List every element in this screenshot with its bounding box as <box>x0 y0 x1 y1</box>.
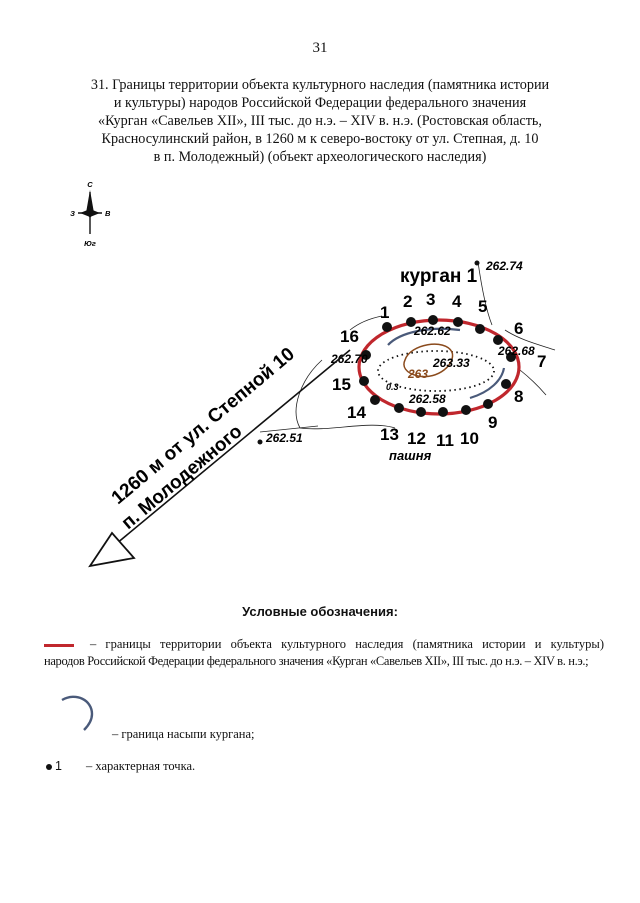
boundary-point <box>416 407 426 417</box>
compass-north-label: С <box>87 180 93 189</box>
compass-rose-icon <box>78 190 102 234</box>
title-line: в п. Молодежный) (объект археологическог… <box>153 149 487 165</box>
legend-boundary-line1: – границы территории объекта культурного… <box>44 636 604 653</box>
boundary-point <box>359 376 369 386</box>
elevation-label: 262.62 <box>413 324 451 338</box>
contour-label: 263 <box>407 367 428 381</box>
legend-title: Условные обозначения: <box>242 604 398 619</box>
elevation-label: 263.33 <box>432 356 470 370</box>
boundary-point <box>370 395 380 405</box>
boundary-point-label: 5 <box>478 297 487 316</box>
document-title: 31. Границы территории объекта культурно… <box>40 76 600 166</box>
boundary-point-label: 15 <box>332 375 351 394</box>
elevation-label: 262.70 <box>330 352 368 366</box>
boundary-point-label: 11 <box>436 431 454 450</box>
legend-point-number: 1 <box>55 759 62 773</box>
boundary-point-label: 9 <box>488 413 497 432</box>
boundary-point-label: 3 <box>426 290 435 309</box>
terrain-lines <box>259 261 556 433</box>
title-line: «Курган «Савельев XII», III тыс. до н.э.… <box>98 113 542 129</box>
legend-point-text: – характерная точка. <box>86 759 196 773</box>
boundary-point <box>493 335 503 345</box>
title-line: Красносулинский район, в 1260 м к северо… <box>101 131 539 147</box>
small-elevation-label: 0.3 <box>386 382 399 392</box>
elevation-marker <box>257 439 263 445</box>
mound-boundary-arc <box>469 367 506 400</box>
boundary-point <box>501 379 511 389</box>
direction-arrow <box>88 349 351 568</box>
outer-elevation: 262.51 <box>265 431 303 445</box>
mound-boundary-arc <box>387 327 461 346</box>
legend-point-symbol: 1 <box>46 759 62 773</box>
boundary-point-label: 4 <box>452 292 462 311</box>
inner-contour <box>377 350 495 392</box>
boundary-point-label: 14 <box>347 403 366 422</box>
boundary-point <box>453 317 463 327</box>
boundary-point-label: 6 <box>514 319 523 338</box>
title-line: и культуры) народов Российской Федерации… <box>113 95 527 111</box>
elevation-contour <box>403 343 454 378</box>
top-elevation: 262.74 <box>485 259 523 273</box>
compass-south-label: Юг <box>84 239 96 248</box>
boundary-point-label: 13 <box>380 425 399 444</box>
compass-west-label: З <box>70 209 75 218</box>
red-line-icon <box>44 643 74 647</box>
boundary-point-label: 8 <box>514 387 523 406</box>
boundary-point-label: 1 <box>380 303 389 322</box>
mound-label: курган 1 <box>400 266 478 287</box>
elevation-marker <box>474 260 480 266</box>
boundary-point <box>461 405 471 415</box>
boundary-point-label: 2 <box>403 292 412 311</box>
elevation-label: 262.58 <box>408 392 446 406</box>
point-dot-icon <box>46 763 52 770</box>
boundary-point <box>428 315 438 325</box>
boundary-point-label: 10 <box>460 429 479 448</box>
mound-arc-icon <box>61 695 94 731</box>
legend-boundary-line2: народов Российской Федерации федеральног… <box>44 654 589 668</box>
boundary-point <box>483 399 493 409</box>
field-label: пашня <box>389 448 432 463</box>
compass-east-label: В <box>105 209 111 218</box>
legend-mound-boundary: – граница насыпи кургана; <box>112 727 255 741</box>
boundary-point <box>506 352 516 362</box>
boundary-point <box>394 403 404 413</box>
legend-boundary-text: – границы территории объекта культурного… <box>90 637 604 651</box>
direction-text: 1260 м от ул. Степной 10 <box>108 344 299 509</box>
boundary-point <box>382 322 392 332</box>
title-line: 31. Границы территории объекта культурно… <box>90 77 550 93</box>
elevation-label: 262.68 <box>497 344 535 358</box>
boundary-point <box>475 324 485 334</box>
boundary-point <box>406 317 416 327</box>
boundary-point-label: 16 <box>340 327 359 346</box>
page-number: 31 <box>312 40 328 56</box>
boundary-point-label: 7 <box>537 352 546 371</box>
boundary-point <box>361 350 371 360</box>
boundary-point-label: 12 <box>407 429 426 448</box>
legend-boundary: – границы территории объекта культурного… <box>44 636 604 670</box>
boundary-point <box>438 407 448 417</box>
